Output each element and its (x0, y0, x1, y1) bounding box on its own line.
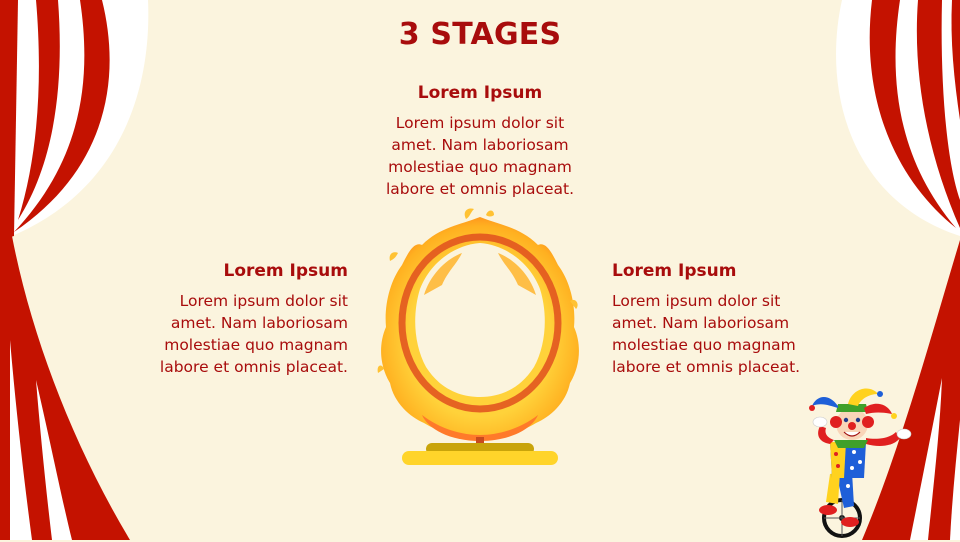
body-line: labore et omnis placeat. (612, 358, 801, 376)
stage-body: Lorem ipsum dolor sit amet. Nam laborios… (612, 290, 872, 378)
body-line: molestiae quo magnam (612, 336, 796, 354)
clown-on-unicycle-icon (809, 388, 912, 538)
body-line: labore et omnis placeat. (159, 358, 348, 376)
fire-ring-icon (377, 208, 579, 465)
body-line: amet. Nam laboriosam (170, 314, 348, 332)
body-line: molestiae quo magnam (388, 158, 572, 176)
body-line: Lorem ipsum dolor sit (612, 292, 781, 310)
stage-heading: Lorem Ipsum (223, 261, 349, 281)
stage-heading: Lorem Ipsum (417, 83, 543, 103)
right-curtain-drape-icon (836, 0, 960, 236)
stage-body: Lorem ipsum dolor sit amet. Nam laborios… (100, 290, 348, 378)
stage-heading: Lorem Ipsum (612, 261, 737, 281)
left-curtain-drape-icon (0, 0, 149, 240)
stage-block-top: Lorem Ipsum Lorem ipsum dolor sit amet. … (330, 82, 630, 200)
body-line: Lorem ipsum dolor sit (179, 292, 348, 310)
left-curtain-fall-icon (0, 236, 130, 540)
stage-body: Lorem ipsum dolor sit amet. Nam laborios… (330, 112, 630, 200)
body-line: Lorem ipsum dolor sit (395, 114, 565, 132)
stage-block-right: Lorem Ipsum Lorem ipsum dolor sit amet. … (612, 260, 872, 378)
body-line: amet. Nam laboriosam (612, 314, 790, 332)
page-title: 3 STAGES (398, 17, 562, 52)
body-line: labore et omnis placeat. (385, 180, 575, 198)
stage-block-left: Lorem Ipsum Lorem ipsum dolor sit amet. … (100, 260, 348, 378)
body-line: molestiae quo magnam (164, 336, 348, 354)
body-line: amet. Nam laboriosam (391, 136, 569, 154)
right-curtain-fall-icon (862, 240, 960, 540)
